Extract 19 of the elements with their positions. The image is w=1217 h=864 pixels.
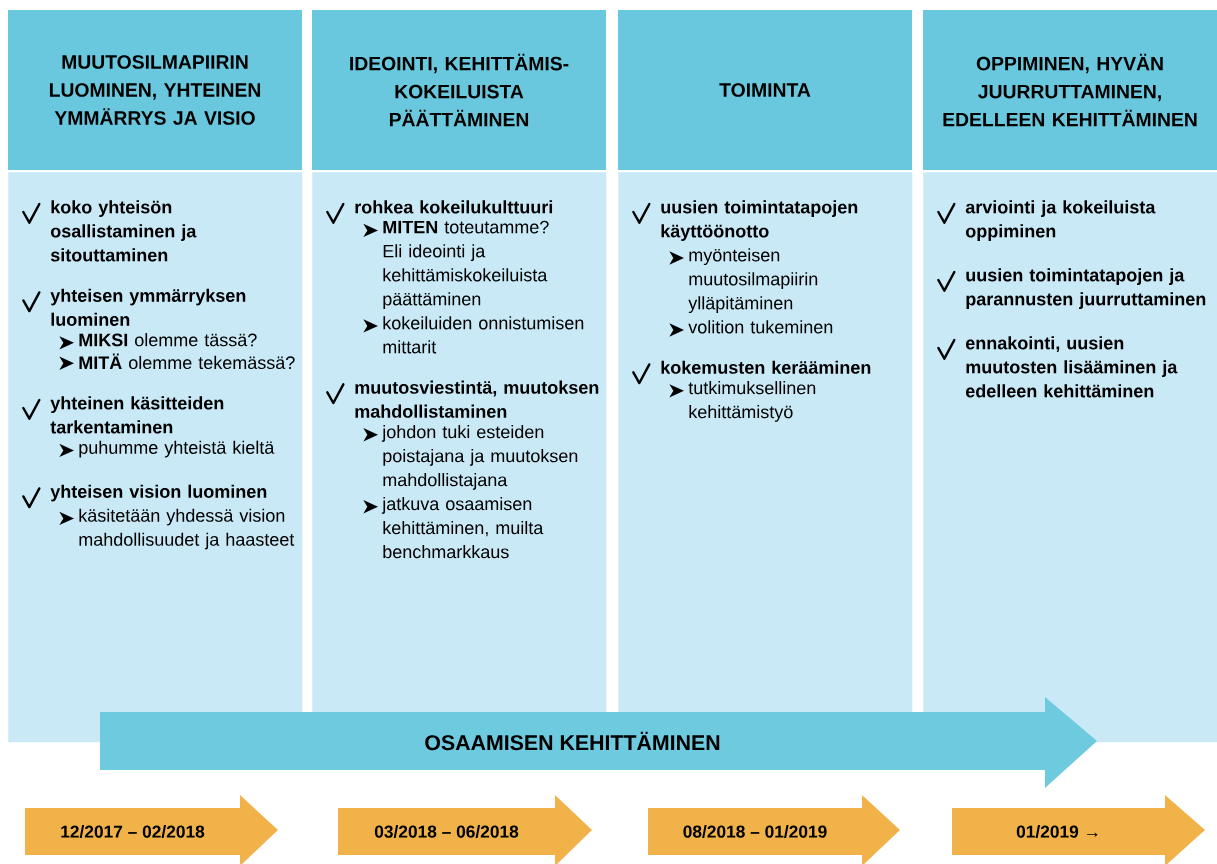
bullet-text: MIKSI olemme tässä?	[79, 333, 257, 347]
bullet-text: käsitetään yhdessä vision mahdollisuudet ja haasteet	[79, 508, 295, 550]
bullet-text: jatkuva osaamisen kehittäminen, muilta benchmarkkaus	[381, 497, 544, 559]
column-header: TOIMINTA	[618, 10, 912, 170]
item-heading: arviointi ja kokeiluista oppiminen	[965, 200, 1156, 242]
item-heading: uusien toimintatapojen ja parannusten juurruttaminen	[966, 268, 1206, 310]
column-header: MUUTOSILMAPIIRIN LUOMINEN, YHTEINEN YMMÄRRYS JA VISIO	[8, 10, 302, 170]
item-heading: kokemusten kerääminen	[661, 360, 871, 374]
column-header: IDEOINTI, KEHITTÄMIS-KOKEILUISTA PÄÄTTÄMINEN	[312, 10, 606, 170]
item-heading: ennakointi, uusien muutosten lisääminen ja edelleen kehittäminen	[966, 336, 1178, 398]
item-heading: rohkea kokeilukulttuuri	[355, 200, 553, 214]
item-heading: koko yhteisön osallistaminen ja sitouttaminen	[50, 200, 197, 262]
bullet-text: kokeiluiden onnistumisen mittarit	[383, 316, 584, 354]
bullet-text: volition tukeminen	[688, 320, 833, 334]
bullet-text: MITÄ olemme tekemässä?	[79, 353, 295, 370]
item-heading: yhteisen vision luominen	[50, 484, 267, 502]
column-header: OPPIMINEN, HYVÄN JUURRUTTAMINEN, EDELLEEN KEHITTÄMINEN	[923, 10, 1217, 170]
bullet-text: puhumme yhteistä kieltä	[79, 440, 275, 458]
bullet-text: tutkimuksellinen kehittämistyö	[688, 381, 816, 422]
